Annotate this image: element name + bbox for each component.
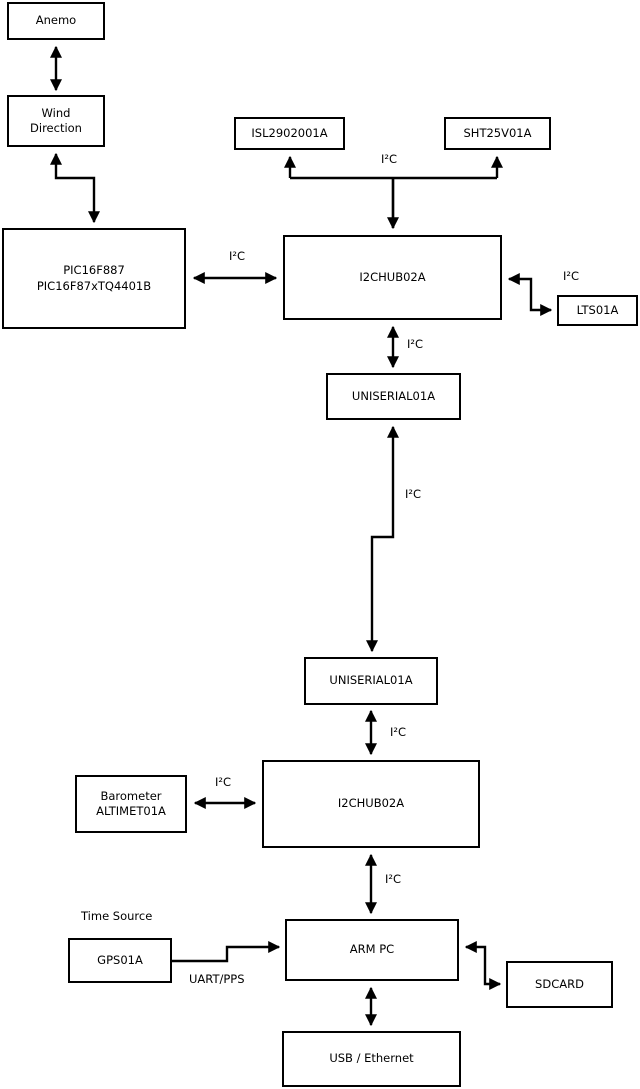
node-i2chub02a-bottom-label: I2CHUB02A: [337, 796, 405, 811]
edge-gps-armpc: [172, 941, 281, 963]
edge-uni1-uni2: [366, 425, 399, 653]
node-wind-direction-label: Wind Direction: [30, 105, 82, 135]
node-barometer-label: Barometer ALTIMET01A: [96, 788, 166, 818]
node-lts01a[interactable]: LTS01A: [557, 295, 638, 326]
edge-label-i2c-sensor-bus: I²C: [381, 152, 398, 166]
label-time-source: Time Source: [81, 909, 153, 923]
edge-label-i2c-barometer-hub: I²C: [215, 775, 232, 789]
node-anemo-label: Anemo: [35, 13, 77, 28]
edge-label-i2c-uniserial-hub: I²C: [390, 725, 407, 739]
node-barometer[interactable]: Barometer ALTIMET01A: [75, 775, 187, 833]
node-isl2902001a-label: ISL2902001A: [251, 125, 328, 140]
edge-label-i2c-hub-lts: I²C: [563, 269, 580, 283]
node-sdcard[interactable]: SDCARD: [506, 961, 613, 1008]
node-wind-direction[interactable]: Wind Direction: [7, 95, 105, 147]
node-uniserial01a-lower-label: UNISERIAL01A: [329, 673, 413, 688]
node-gps01a-label: GPS01A: [97, 952, 143, 967]
node-sht25v01a-label: SHT25V01A: [463, 125, 532, 140]
node-usb-ethernet-label: USB / Ethernet: [329, 1051, 414, 1066]
node-lts01a-label: LTS01A: [576, 302, 619, 317]
edge-pic-wind: [50, 152, 100, 224]
node-sht25v01a[interactable]: SHT25V01A: [444, 117, 551, 150]
edge-label-i2c-hub-uniserial: I²C: [407, 337, 424, 351]
node-arm-pc[interactable]: ARM PC: [285, 919, 459, 981]
edge-hubtop-lts: [507, 273, 553, 316]
node-uniserial01a-upper[interactable]: UNISERIAL01A: [326, 373, 461, 420]
node-i2chub02a-top[interactable]: I2CHUB02A: [283, 235, 502, 320]
edge-armpc-sdcard: [464, 941, 502, 990]
node-pic-mcu[interactable]: PIC16F887 PIC16F87xTQ4401B: [2, 228, 186, 329]
node-sdcard-label: SDCARD: [535, 976, 584, 991]
edge-label-i2c-hub-armpc: I²C: [385, 872, 402, 886]
node-uniserial01a-lower[interactable]: UNISERIAL01A: [304, 657, 438, 705]
edge-label-i2c-pic-hub: I²C: [229, 249, 246, 263]
node-isl2902001a[interactable]: ISL2902001A: [234, 117, 345, 150]
node-uniserial01a-upper-label: UNISERIAL01A: [351, 388, 436, 403]
node-pic-mcu-label: PIC16F887 PIC16F87xTQ4401B: [36, 263, 152, 293]
node-i2chub02a-top-label: I2CHUB02A: [359, 269, 426, 284]
edge-label-i2c-uniserial-link: I²C: [405, 487, 422, 501]
node-anemo[interactable]: Anemo: [7, 2, 105, 40]
node-i2chub02a-bottom[interactable]: I2CHUB02A: [262, 760, 480, 848]
node-arm-pc-label: ARM PC: [349, 942, 395, 957]
edge-label-uart-pps: UART/PPS: [189, 972, 245, 986]
node-gps01a[interactable]: GPS01A: [68, 938, 172, 983]
node-usb-ethernet[interactable]: USB / Ethernet: [282, 1031, 461, 1087]
